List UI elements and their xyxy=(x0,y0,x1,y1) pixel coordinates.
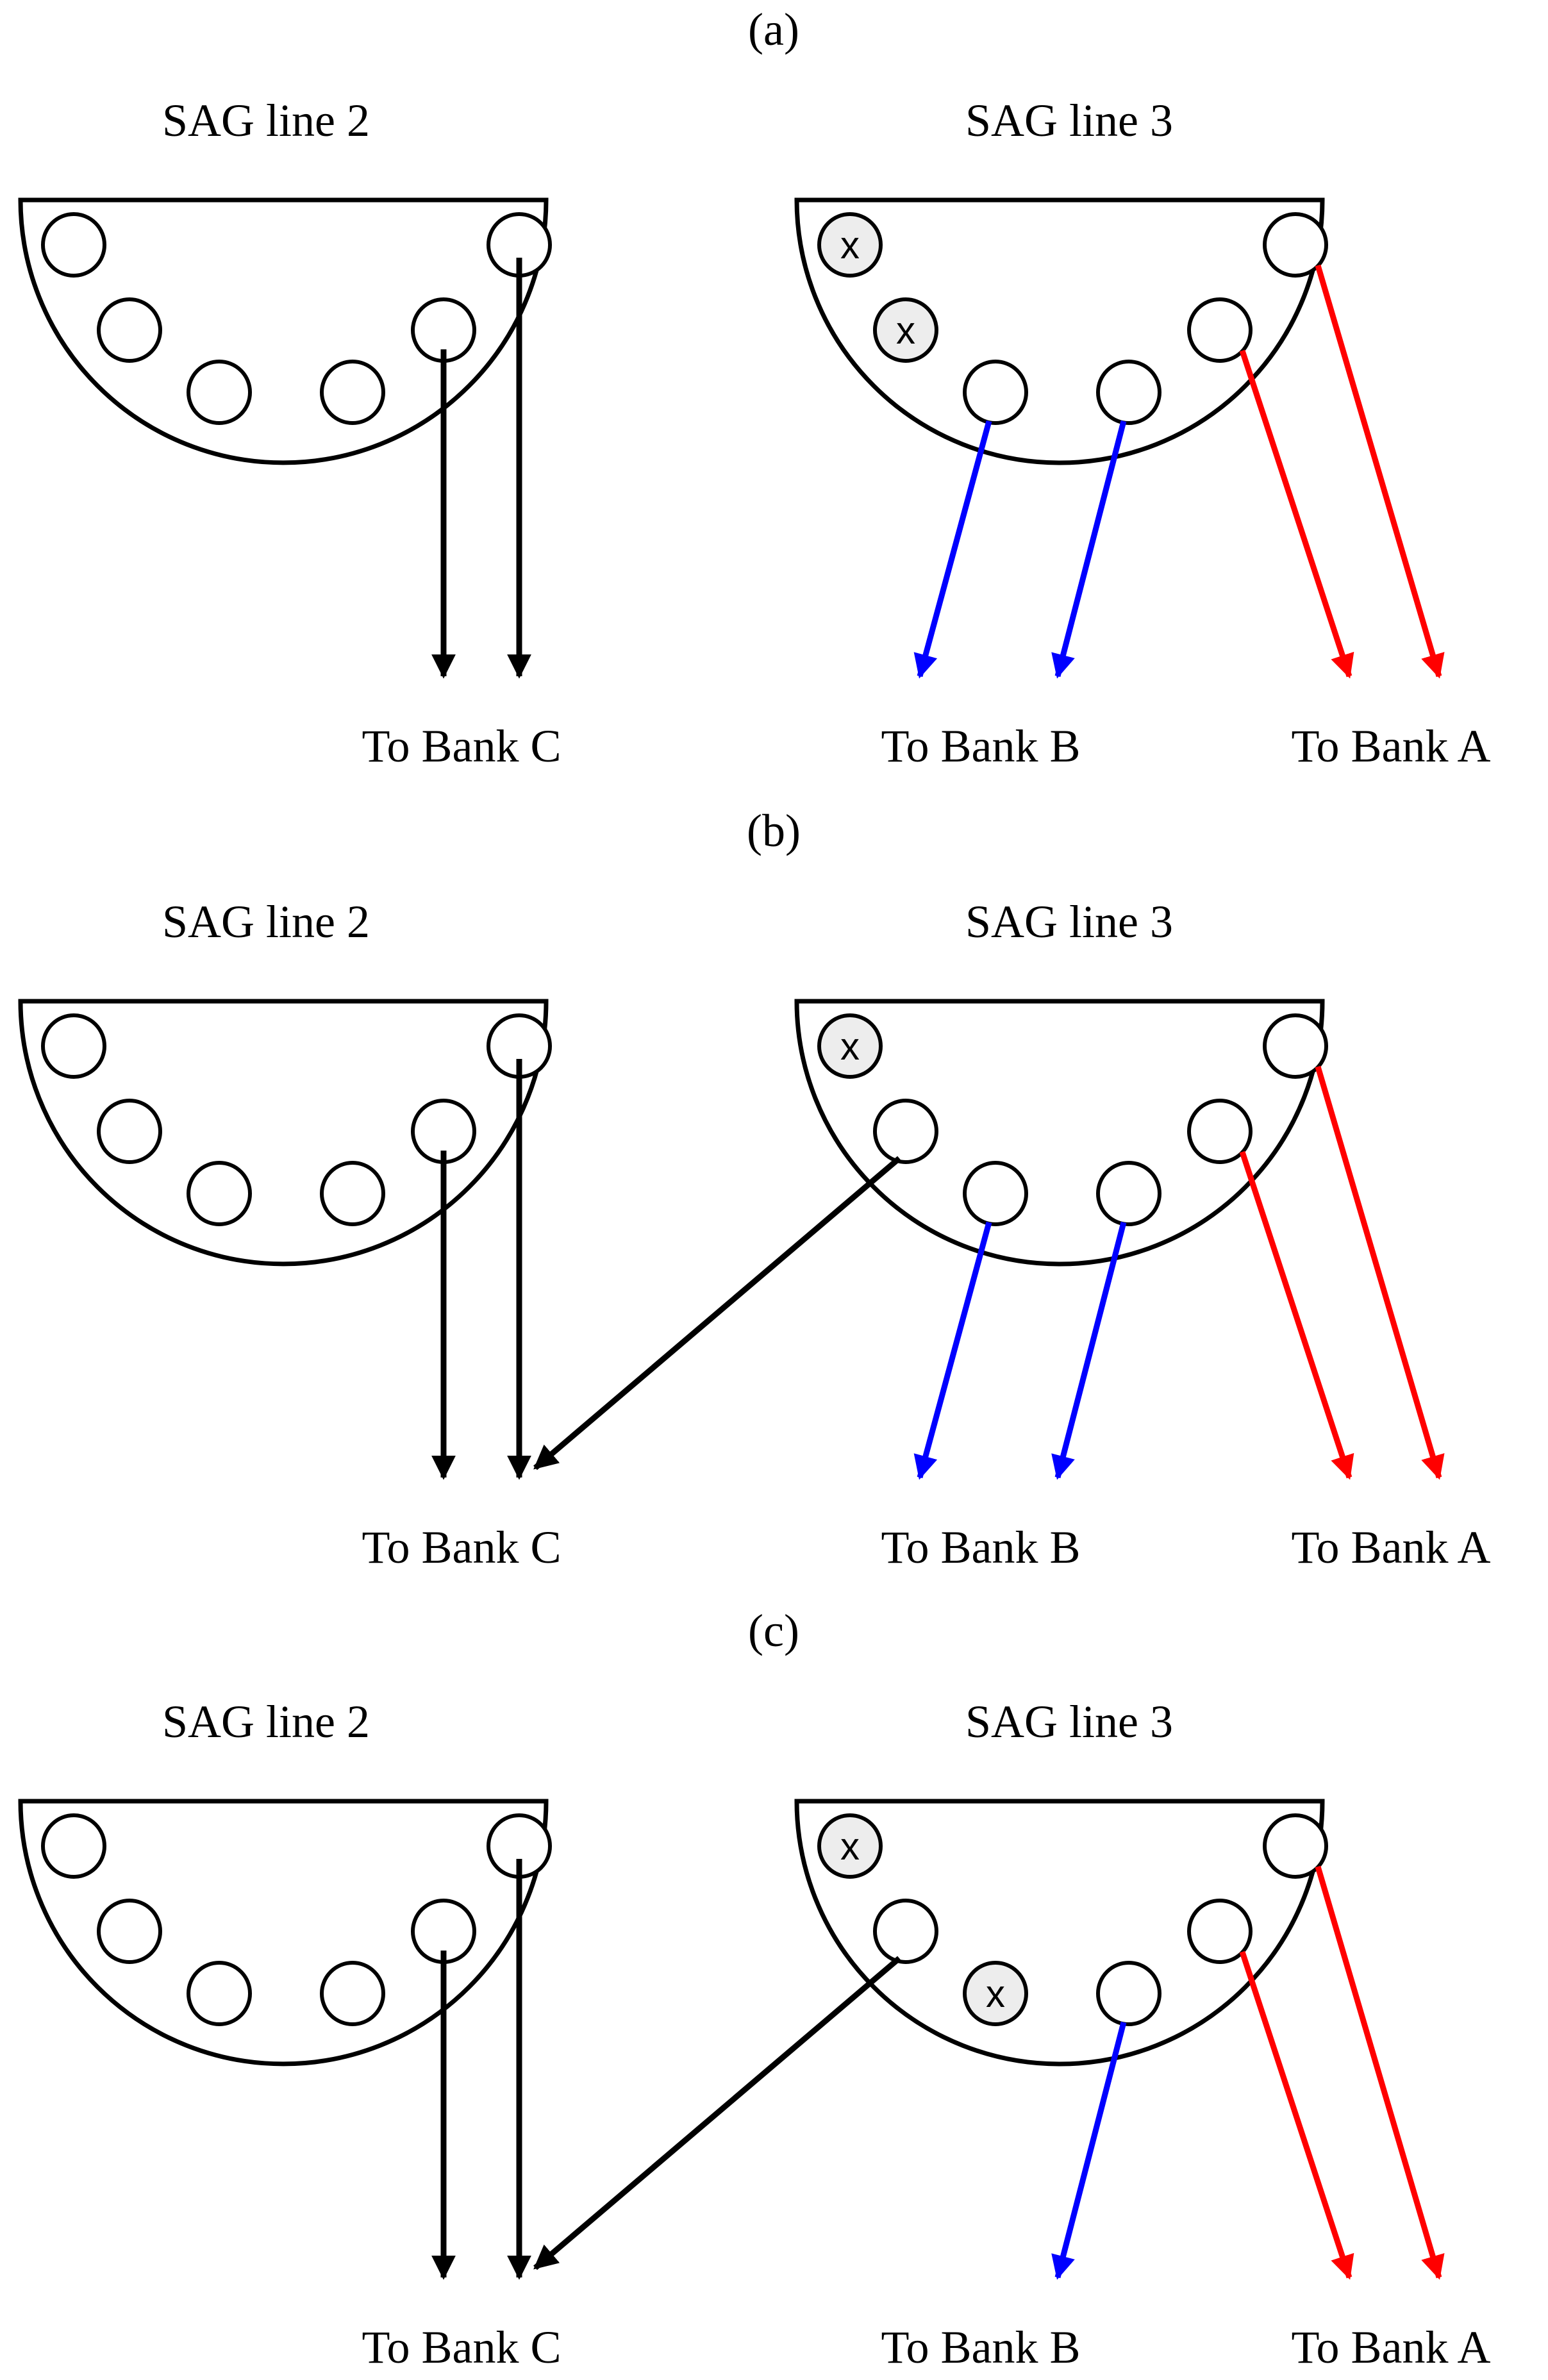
outlet xyxy=(1187,1899,1253,1964)
to-bank-b-label: To Bank B xyxy=(881,1522,1081,1573)
outlet xyxy=(97,1099,162,1164)
outlet xyxy=(1096,360,1161,425)
failed-mark: x xyxy=(986,1972,1005,2015)
arrow-to-bank-b xyxy=(913,1221,992,1480)
outlet xyxy=(97,297,162,363)
panel-label: (a) xyxy=(748,4,799,55)
to-bank-a-label: To Bank A xyxy=(1292,720,1491,772)
arrow-to-bank-b xyxy=(1051,1221,1127,1480)
outlet xyxy=(873,1899,938,1964)
arrow-to-bank-a xyxy=(1239,349,1354,679)
failed-mark: x xyxy=(840,1025,860,1068)
panel-b: (b) SAG line 2 SAG line 3 x To Bank C To Bank… xyxy=(18,805,1491,1573)
outlet xyxy=(187,1961,252,2026)
to-bank-b-label: To Bank B xyxy=(881,2322,1081,2373)
outlet xyxy=(1263,1013,1328,1079)
failed-outlet xyxy=(963,1961,1028,2026)
arrow-to-bank-c xyxy=(533,1956,901,2270)
sag-line-3-title: SAG line 3 xyxy=(965,1696,1173,1747)
tank-outline xyxy=(794,1799,1325,2067)
outlet xyxy=(320,1961,385,2026)
sag-line-3-title: SAG line 3 xyxy=(965,95,1173,146)
sag-line-3-title: SAG line 3 xyxy=(965,896,1173,947)
sag-tank-line-3: xx xyxy=(794,197,1328,465)
to-bank-b-label: To Bank B xyxy=(881,720,1081,772)
panel-label: (c) xyxy=(748,1605,799,1656)
sag-tank-line-2 xyxy=(18,197,552,465)
outlet xyxy=(1096,1161,1161,1226)
arrow-to-bank-b xyxy=(1051,420,1127,679)
to-bank-a-label: To Bank A xyxy=(1292,2322,1491,2373)
arrow-to-bank-a xyxy=(1315,1865,1445,2280)
sag-tank-line-2 xyxy=(18,999,552,1267)
sag-line-2-title: SAG line 2 xyxy=(162,896,370,947)
arrow-to-bank-b xyxy=(1051,2021,1127,2280)
outlet xyxy=(41,1813,106,1879)
panel-a: (a) SAG line 2 SAG line 3 xx To Bank C To Ban… xyxy=(18,4,1491,772)
tank-outline xyxy=(794,999,1325,1267)
outlet xyxy=(41,212,106,278)
failed-outlet xyxy=(817,1813,883,1879)
arrow-to-bank-c xyxy=(533,1156,901,1470)
outlet xyxy=(187,1161,252,1226)
outlet xyxy=(187,360,252,425)
outlet xyxy=(873,1099,938,1164)
outlet xyxy=(1096,1961,1161,2026)
arrow-to-bank-a xyxy=(1239,1151,1354,1480)
outlet xyxy=(963,1161,1028,1226)
outlet xyxy=(320,360,385,425)
arrow-to-bank-b xyxy=(913,420,992,679)
sag-line-2-title: SAG line 2 xyxy=(162,95,370,146)
arrow-to-bank-a xyxy=(1315,1065,1445,1480)
failed-outlet xyxy=(817,212,883,278)
outlet xyxy=(320,1161,385,1226)
outlet xyxy=(1187,297,1253,363)
sag-line-2-title: SAG line 2 xyxy=(162,1696,370,1747)
arrow-to-bank-a xyxy=(1239,1951,1354,2280)
outlet xyxy=(97,1899,162,1964)
failed-outlet xyxy=(817,1013,883,1079)
failed-mark: x xyxy=(840,1825,860,1868)
sag-tank-line-2 xyxy=(18,1799,552,2067)
outlet xyxy=(41,1013,106,1079)
sag-tank-line-3: x xyxy=(794,999,1328,1267)
sag-tank-line-3: xx xyxy=(794,1799,1328,2067)
to-bank-a-label: To Bank A xyxy=(1292,1522,1491,1573)
outlet xyxy=(963,360,1028,425)
outlet xyxy=(1187,1099,1253,1164)
outlet xyxy=(1263,212,1328,278)
outlet xyxy=(1263,1813,1328,1879)
to-bank-c-label: To Bank C xyxy=(362,1522,562,1573)
tank-outline xyxy=(794,197,1325,465)
to-bank-c-label: To Bank C xyxy=(362,720,562,772)
to-bank-c-label: To Bank C xyxy=(362,2322,562,2373)
failed-outlet xyxy=(873,297,938,363)
failed-mark: x xyxy=(840,224,860,267)
panel-label: (b) xyxy=(747,805,801,856)
arrow-to-bank-a xyxy=(1315,264,1445,679)
failed-mark: x xyxy=(896,309,915,352)
